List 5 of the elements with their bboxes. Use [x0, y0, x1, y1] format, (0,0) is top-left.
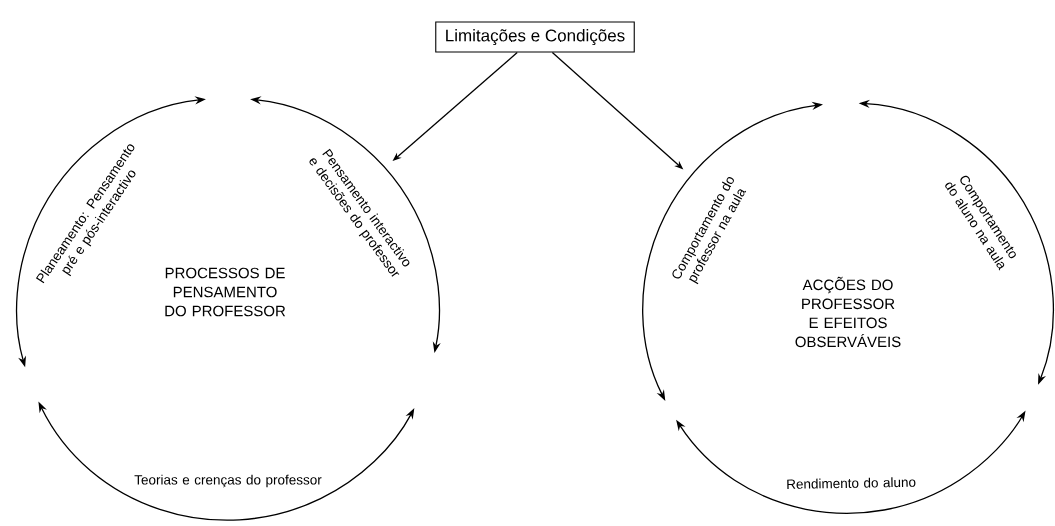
- arc-label: Rendimento do aluno: [787, 477, 916, 489]
- arc-label: Teorias e crenças do professor: [134, 474, 322, 488]
- condition-box: Limitações e Condições: [435, 21, 635, 53]
- center-label: ACÇÕES DO PROFESSOR E EFEITOS OBSERVÁVEIS: [795, 276, 901, 348]
- center-label: PROCESSOS DE PENSAMENTO DO PROFESSOR: [165, 267, 286, 317]
